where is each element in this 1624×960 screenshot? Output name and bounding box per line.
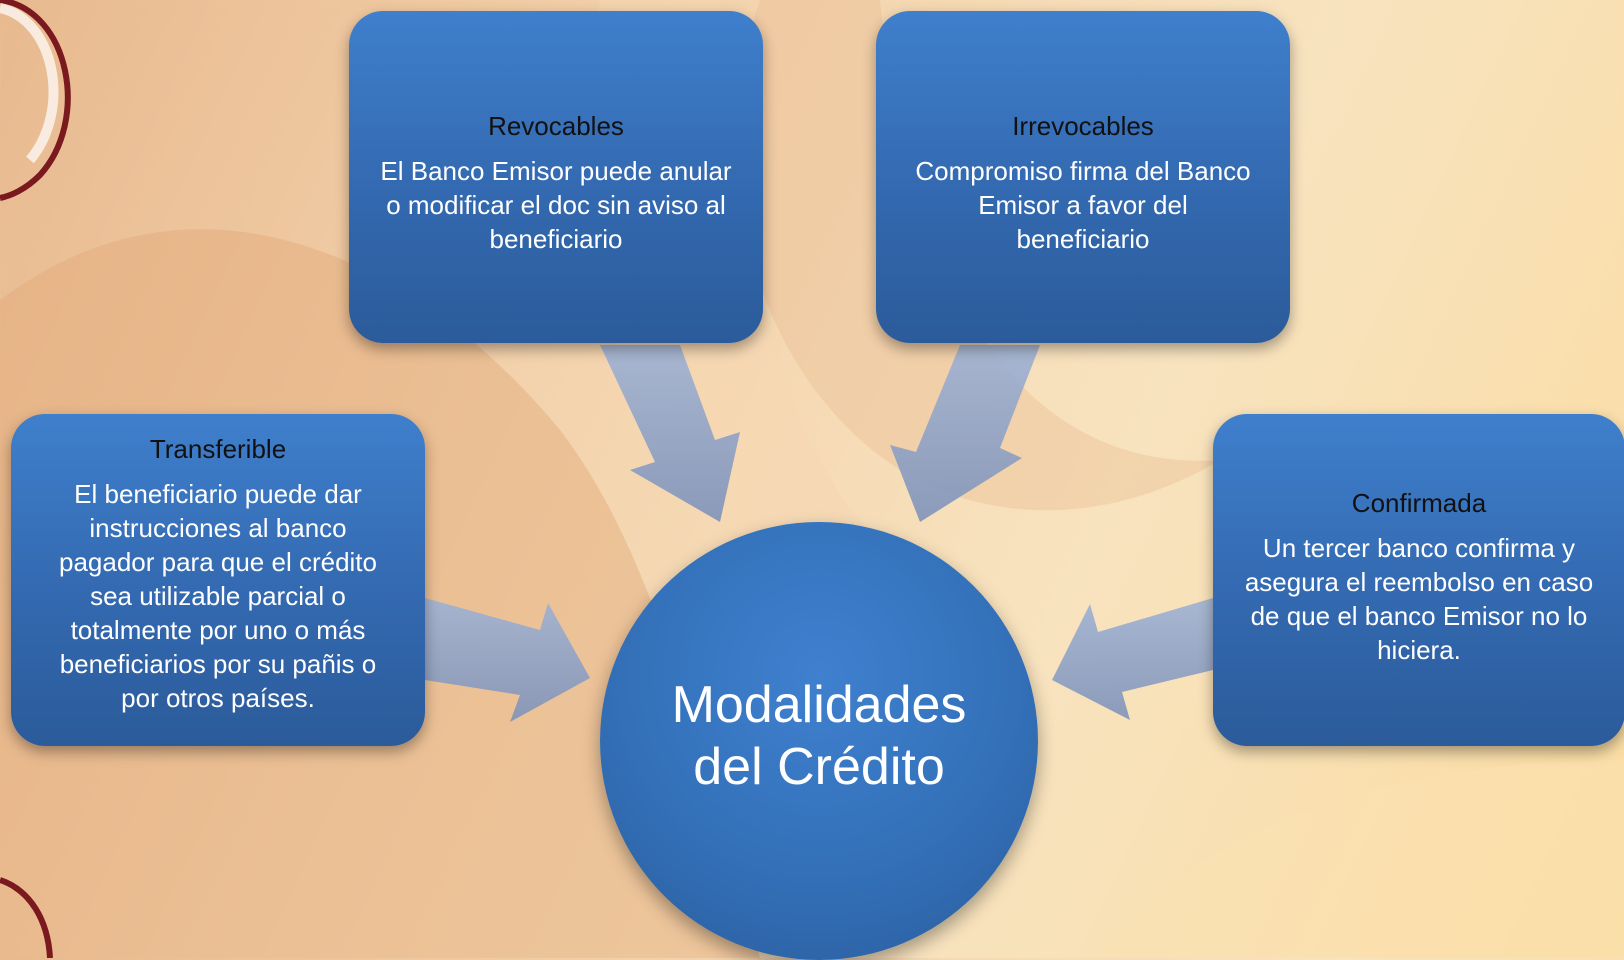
- irrevocables-description: Compromiso firma del Banco Emisor a favo…: [915, 154, 1250, 256]
- seal-arc-bottom: [0, 877, 53, 958]
- description-line: totalmente por uno o más: [70, 615, 366, 645]
- description-line: Un tercer banco confirma y: [1262, 533, 1576, 563]
- revocables-description: El Banco Emisor puede anular o modificar…: [380, 154, 731, 256]
- transferible-box: Transferible El beneficiario puede dar i…: [11, 414, 425, 746]
- description-line: o modificar el doc sin aviso al: [386, 190, 726, 220]
- arrow-irrevocables: [890, 345, 1040, 522]
- center-circle: Modalidades del Crédito: [600, 522, 1038, 960]
- revocables-title: Revocables: [488, 111, 624, 141]
- arrow-transferible: [425, 598, 590, 722]
- confirmada-description: Un tercer banco confirma y asegura el re…: [1245, 531, 1593, 667]
- description-line: sea utilizable parcial o: [90, 581, 346, 611]
- irrevocables-title: Irrevocables: [1012, 111, 1154, 141]
- revocables-box: Revocables El Banco Emisor puede anular …: [349, 11, 763, 343]
- description-line: de que el banco Emisor no lo: [1250, 601, 1588, 631]
- arrow-confirmada: [1052, 598, 1213, 720]
- description-line: por otros países.: [121, 683, 315, 713]
- description-line: beneficiario: [1016, 224, 1150, 254]
- transferible-title: Transferible: [149, 434, 287, 464]
- description-line: asegura el reembolso en caso: [1244, 567, 1594, 597]
- description-line: pagador para que el crédito: [58, 547, 377, 577]
- background-swoosh: [1100, 760, 1624, 958]
- background-swoosh: [736, 0, 1220, 511]
- confirmada-title: Confirmada: [1351, 488, 1487, 518]
- arrow-revocables: [600, 345, 740, 522]
- seal-arc-top: [0, 0, 71, 201]
- description-line: beneficiarios por su pañis o: [59, 649, 377, 679]
- description-line: instrucciones al banco: [89, 513, 347, 543]
- description-line: El beneficiario puede dar: [74, 479, 362, 509]
- transferible-description: El beneficiario puede dar instrucciones …: [59, 477, 377, 715]
- irrevocables-box: Irrevocables Compromiso firma del Banco …: [876, 11, 1290, 343]
- center-label-line: Modalidades: [671, 676, 967, 734]
- description-line: Emisor a favor del: [978, 190, 1188, 220]
- description-line: beneficiario: [489, 224, 623, 254]
- description-line: Compromiso firma del Banco: [915, 156, 1251, 186]
- center-label: Modalidades del Crédito: [672, 674, 967, 798]
- confirmada-box: Confirmada Un tercer banco confirma y as…: [1213, 414, 1624, 746]
- description-line: hiciera.: [1377, 635, 1461, 665]
- seal-arc-top-inner: [0, 3, 59, 164]
- center-label-line: del Crédito: [693, 738, 945, 796]
- description-line: El Banco Emisor puede anular: [380, 156, 732, 186]
